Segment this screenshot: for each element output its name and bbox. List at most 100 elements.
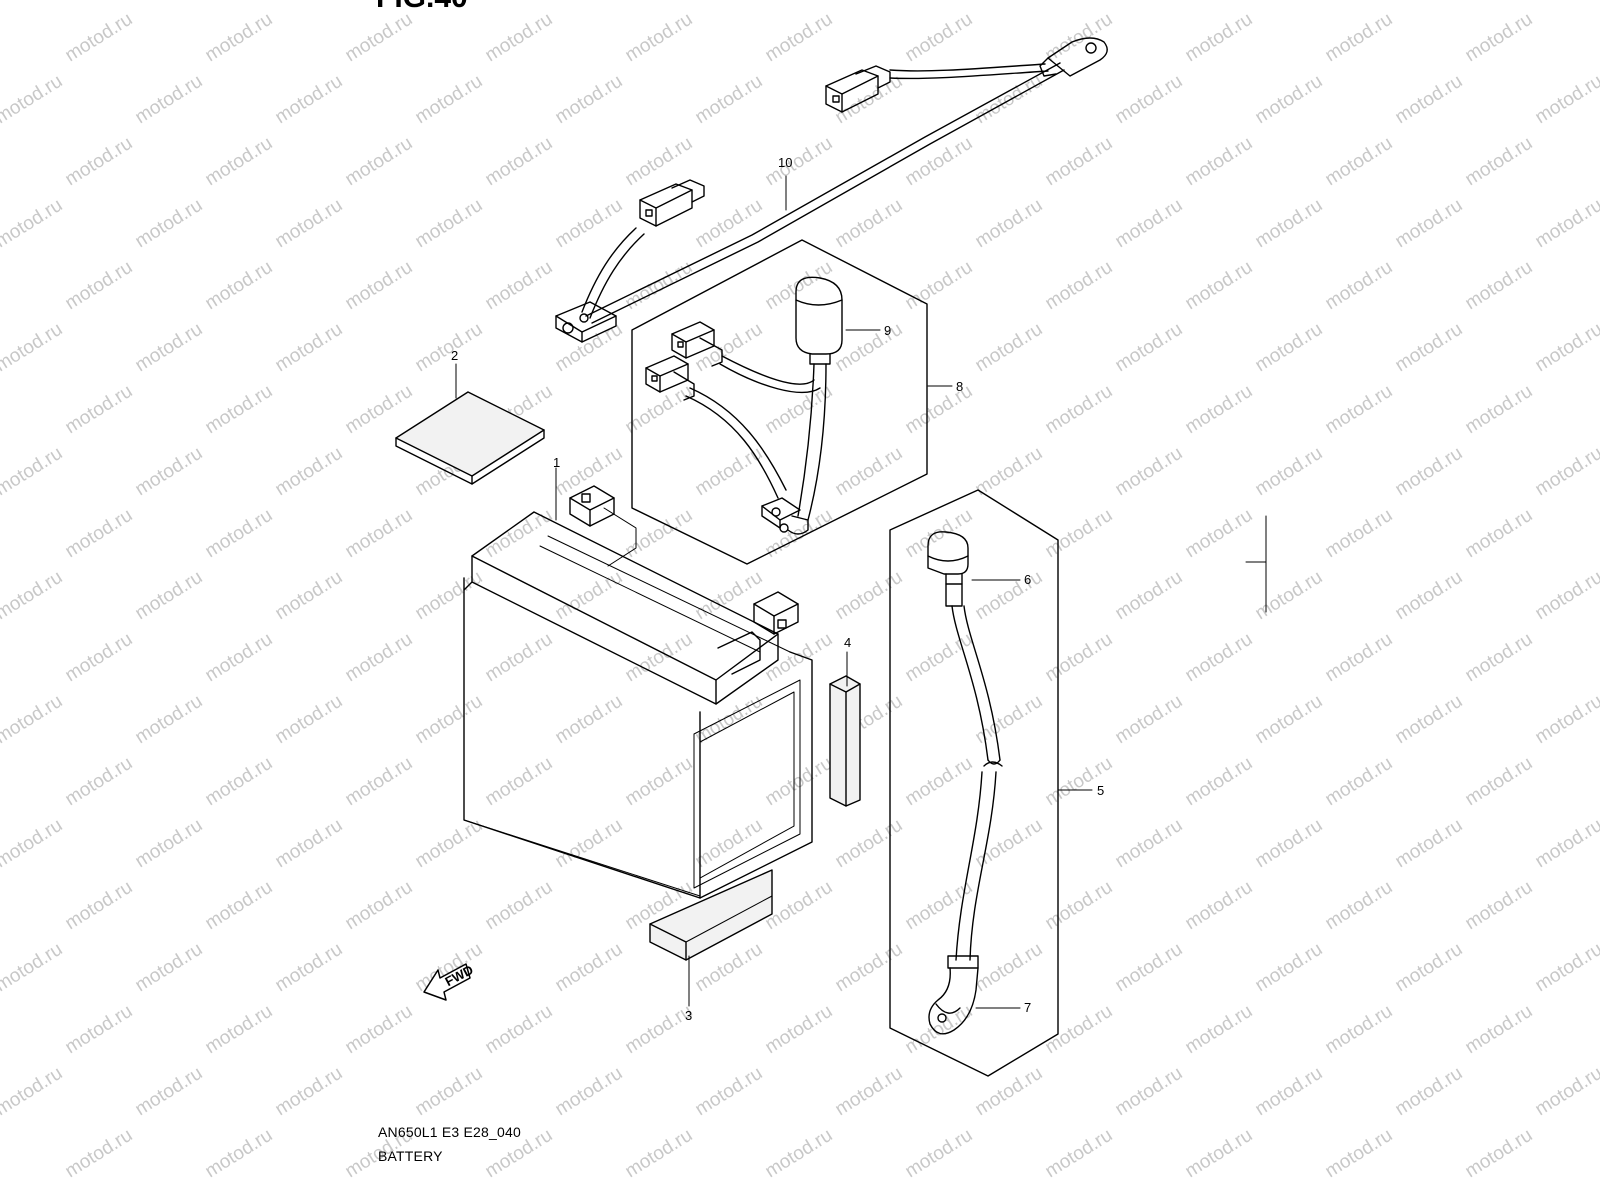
watermark-text: motod.ru <box>902 505 977 563</box>
watermark-text: motod.ru <box>342 629 417 687</box>
watermark-text: motod.ru <box>202 1001 277 1059</box>
watermark-text: motod.ru <box>0 71 66 129</box>
harness-lead-part-10 <box>555 37 1108 343</box>
watermark-text: motod.ru <box>552 0 627 4</box>
watermark-text: motod.ru <box>1532 815 1600 873</box>
watermark-text: motod.ru <box>902 1001 977 1059</box>
watermark-text: motod.ru <box>1392 691 1467 749</box>
watermark-text: motod.ru <box>412 1063 487 1121</box>
terminal-lead-part-9 <box>645 276 843 535</box>
watermark-text: motod.ru <box>972 0 1047 4</box>
watermark-text: motod.ru <box>1532 939 1600 997</box>
watermark-text: motod.ru <box>622 257 697 315</box>
watermark-text: motod.ru <box>1392 1063 1467 1121</box>
watermark-text: motod.ru <box>1252 0 1327 4</box>
watermark-text: motod.ru <box>412 195 487 253</box>
watermark-text: motod.ru <box>272 939 347 997</box>
watermark-text: motod.ru <box>1462 629 1537 687</box>
watermark-text: motod.ru <box>1042 1125 1117 1183</box>
watermark-text: motod.ru <box>342 1001 417 1059</box>
callout-8: 8 <box>956 379 963 394</box>
watermark-text: motod.ru <box>692 691 767 749</box>
harness-coupler-lower <box>639 179 705 227</box>
watermark-text: motod.ru <box>1182 505 1257 563</box>
watermark-text: motod.ru <box>1112 443 1187 501</box>
watermark-text: motod.ru <box>1252 195 1327 253</box>
battery-terminal-positive <box>753 591 799 635</box>
watermark-text: motod.ru <box>1532 691 1600 749</box>
watermark-text: motod.ru <box>272 71 347 129</box>
watermark-text: motod.ru <box>1532 1063 1600 1121</box>
watermark-text: motod.ru <box>762 753 837 811</box>
watermark-text: motod.ru <box>1252 691 1327 749</box>
watermark-text: motod.ru <box>1182 381 1257 439</box>
watermark-text: motod.ru <box>1042 381 1117 439</box>
watermark-text: motod.ru <box>1462 133 1537 191</box>
watermark-text: motod.ru <box>1252 567 1327 625</box>
watermark-text: motod.ru <box>1252 1063 1327 1121</box>
watermark-text: motod.ru <box>1462 877 1537 935</box>
watermark-text: motod.ru <box>482 505 557 563</box>
watermark-text: motod.ru <box>1462 1001 1537 1059</box>
section-name: BATTERY <box>378 1148 443 1164</box>
watermark-text: motod.ru <box>1532 319 1600 377</box>
watermark-text: motod.ru <box>62 381 137 439</box>
callout-7: 7 <box>1024 1000 1031 1015</box>
watermark-text: motod.ru <box>1112 71 1187 129</box>
watermark-text: motod.ru <box>1042 505 1117 563</box>
cable-set-outline-part-8 <box>631 239 928 565</box>
watermark-text: motod.ru <box>1462 381 1537 439</box>
watermark-text: motod.ru <box>132 1063 207 1121</box>
watermark-text: motod.ru <box>1322 381 1397 439</box>
watermark-text: motod.ru <box>1392 319 1467 377</box>
watermark-text: motod.ru <box>1182 753 1257 811</box>
watermark-text: motod.ru <box>132 71 207 129</box>
watermark-text: motod.ru <box>62 1125 137 1183</box>
watermark-text: motod.ru <box>1322 1001 1397 1059</box>
watermark-text: motod.ru <box>762 877 837 935</box>
lead-coupler-a <box>671 321 723 367</box>
watermark-text: motod.ru <box>902 9 977 67</box>
watermark-text: motod.ru <box>1112 319 1187 377</box>
figure-title: FIG.40 <box>376 0 468 14</box>
watermark-text: motod.ru <box>132 939 207 997</box>
watermark-text: motod.ru <box>132 195 207 253</box>
watermark-text: motod.ru <box>1252 319 1327 377</box>
watermark-text: motod.ru <box>202 629 277 687</box>
watermark-text: motod.ru <box>832 939 907 997</box>
watermark-text: motod.ru <box>412 319 487 377</box>
watermark-text: motod.ru <box>202 9 277 67</box>
battery-terminal-negative <box>569 485 615 527</box>
watermark-text: motod.ru <box>272 0 347 4</box>
watermark-text: motod.ru <box>132 0 207 4</box>
watermark-text: motod.ru <box>1532 195 1600 253</box>
watermark-text: motod.ru <box>342 753 417 811</box>
watermark-text: motod.ru <box>62 629 137 687</box>
harness-bracket <box>555 301 617 343</box>
battery-part-1 <box>463 485 813 899</box>
watermark-text: motod.ru <box>272 567 347 625</box>
watermark-text: motod.ru <box>762 1001 837 1059</box>
watermark-text: motod.ru <box>1532 0 1600 4</box>
watermark-text: motod.ru <box>62 257 137 315</box>
watermark-text: motod.ru <box>762 9 837 67</box>
watermark-text: motod.ru <box>342 381 417 439</box>
watermark-text: motod.ru <box>0 691 66 749</box>
callout-10: 10 <box>778 155 792 170</box>
watermark-text: motod.ru <box>692 319 767 377</box>
callout-2: 2 <box>451 348 458 363</box>
watermark-text: motod.ru <box>1462 9 1537 67</box>
watermark-text: motod.ru <box>1252 443 1327 501</box>
watermark-text: motod.ru <box>1042 133 1117 191</box>
watermark-text: motod.ru <box>1112 691 1187 749</box>
watermark-text: motod.ru <box>62 753 137 811</box>
watermark-text: motod.ru <box>902 1125 977 1183</box>
watermark-text: motod.ru <box>62 877 137 935</box>
battery-cable-part-6-7 <box>927 531 1003 1035</box>
watermark-text: motod.ru <box>1322 257 1397 315</box>
margin-tick <box>1245 515 1267 613</box>
watermark-text: motod.ru <box>0 443 66 501</box>
watermark-text: motod.ru <box>202 133 277 191</box>
